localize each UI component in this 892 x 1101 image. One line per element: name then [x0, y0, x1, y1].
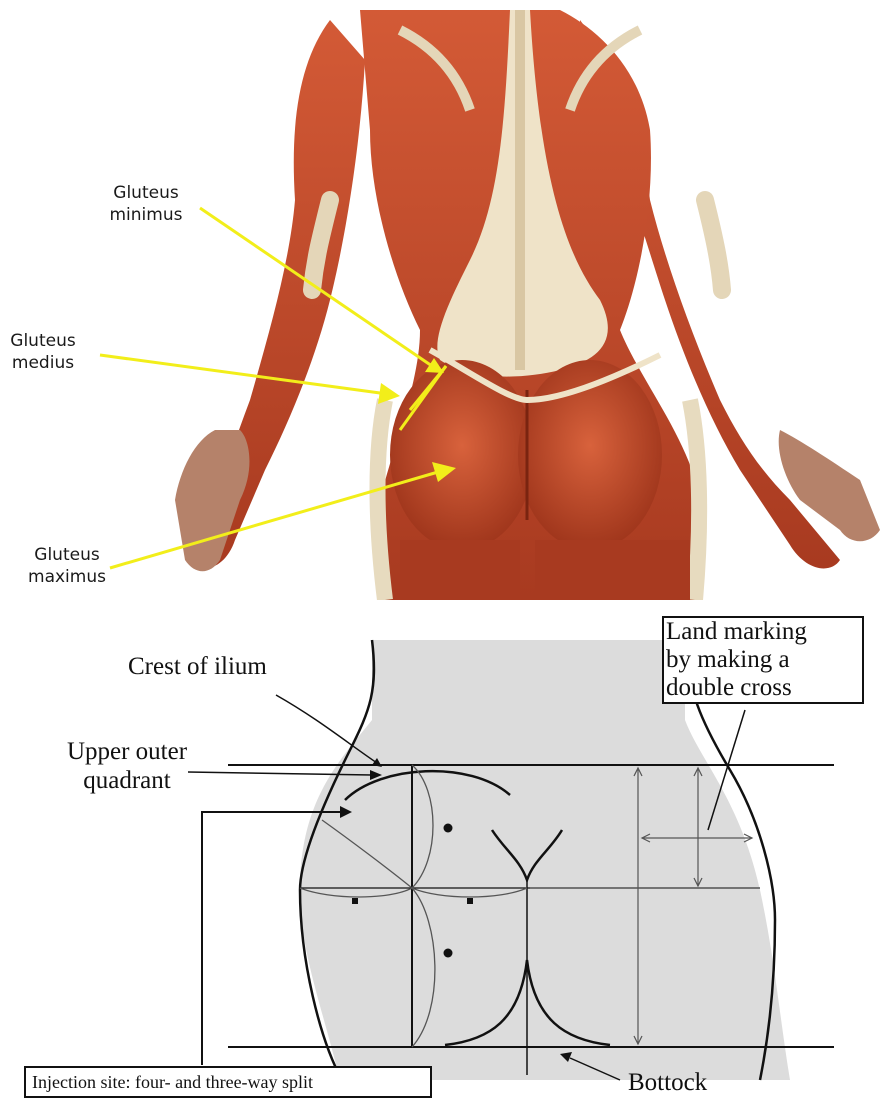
label-gluteus-minimus-line1: Gluteus: [96, 182, 196, 204]
label-land-marking-box: Land marking by making a double cross: [662, 616, 864, 704]
label-land-marking-line3: double cross: [666, 674, 860, 702]
arrow-gluteus-medius: [100, 355, 400, 404]
label-gluteus-medius-line1: Gluteus: [0, 330, 86, 352]
label-injection-site-box: Injection site: four- and three-way spli…: [24, 1066, 432, 1098]
label-gluteus-medius: Gluteus medius: [0, 330, 86, 374]
label-upper-outer-quadrant: Upper outer quadrant: [42, 737, 212, 795]
label-gluteus-maximus-line2: maximus: [22, 566, 112, 588]
label-land-marking-line2: by making a: [666, 646, 860, 674]
label-bottock-text: Bottock: [628, 1068, 707, 1097]
left-hand: [175, 430, 249, 571]
marker-upper-dot: [444, 824, 453, 833]
marker-right-square: [467, 898, 473, 904]
left-buttock: [390, 360, 534, 550]
label-gluteus-maximus: Gluteus maximus: [22, 544, 112, 588]
label-upper-outer-line2: quadrant: [42, 766, 212, 795]
left-hip-fascia: [378, 400, 386, 600]
label-upper-outer-line1: Upper outer: [42, 737, 212, 766]
thighs: [400, 540, 690, 600]
label-crest-of-ilium-text: Crest of ilium: [128, 652, 267, 681]
label-bottock: Bottock: [628, 1068, 707, 1097]
right-hip-fascia: [690, 400, 699, 600]
right-forearm-tendon: [705, 200, 722, 290]
marker-lower-dot: [444, 949, 453, 958]
label-land-marking-line1: Land marking: [666, 618, 860, 646]
label-injection-site-text: Injection site: four- and three-way spli…: [32, 1072, 313, 1092]
marker-left-square: [352, 898, 358, 904]
label-gluteus-minimus-line2: minimus: [96, 204, 196, 226]
label-gluteus-medius-line2: medius: [0, 352, 86, 374]
label-crest-of-ilium: Crest of ilium: [128, 652, 267, 681]
label-gluteus-maximus-line1: Gluteus: [22, 544, 112, 566]
anatomy-illustration: [0, 0, 892, 600]
label-gluteus-minimus: Gluteus minimus: [96, 182, 196, 226]
